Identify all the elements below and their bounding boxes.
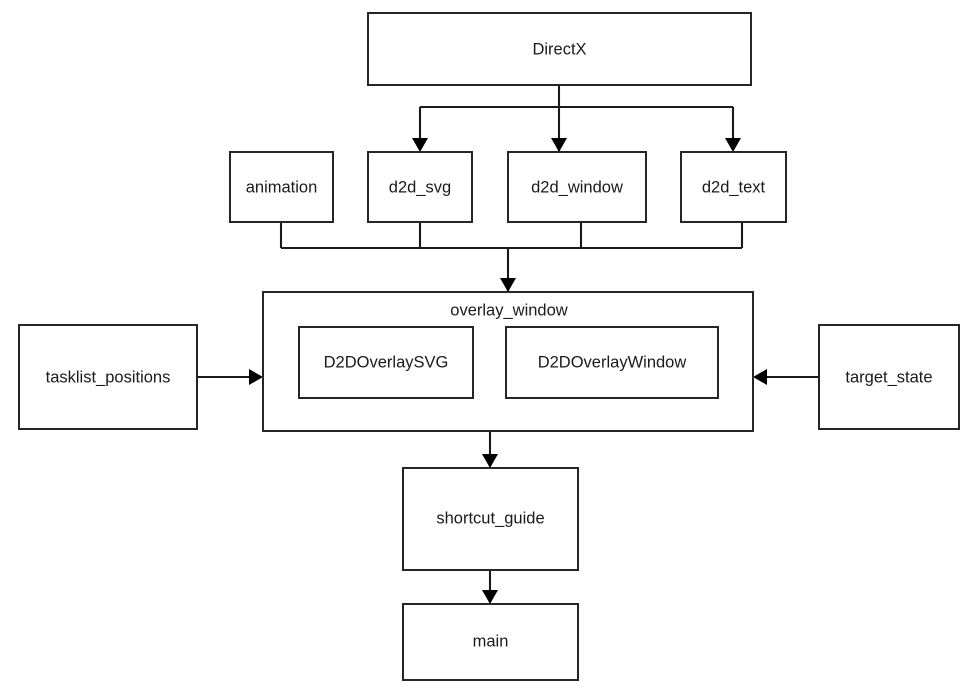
edge-head-overlay-window-top [500,278,516,292]
edge-head-overlay-window-left [249,369,263,385]
node-d2d-text-label: d2d_text [702,178,766,196]
node-animation[interactable]: animation [229,151,334,223]
node-d2d-overlay-svg[interactable]: D2DOverlaySVG [298,326,474,399]
node-d2d-svg-label: d2d_svg [389,178,451,196]
node-overlay-window[interactable]: overlay_window D2DOverlaySVG D2DOverlayW… [262,291,754,432]
node-d2d-overlay-window-box[interactable] [505,326,719,399]
node-tasklist-positions-box[interactable] [18,324,198,430]
node-overlay-window-label: overlay_window [450,301,567,319]
node-target-state-label: target_state [845,368,932,386]
node-target-state-box[interactable] [818,324,960,430]
node-animation-box[interactable] [229,151,334,223]
node-d2d-overlay-window-label: D2DOverlayWindow [538,353,687,371]
node-d2d-text-box[interactable] [680,151,787,223]
edge-head-d2d-svg [412,138,428,152]
edge-head-shortcut-guide [482,454,498,468]
node-tasklist-positions[interactable]: tasklist_positions [18,324,198,430]
node-directx-label: DirectX [532,40,586,58]
node-d2d-overlay-svg-label: D2DOverlaySVG [324,353,449,371]
node-shortcut-guide-box[interactable] [402,467,579,571]
node-d2d-svg-box[interactable] [367,151,473,223]
edge-head-d2d-window [551,138,567,152]
edge-head-main [482,590,498,604]
node-shortcut-guide-label: shortcut_guide [436,509,544,527]
node-layer: DirectX animation d2d_svg d2d_window d2d… [18,12,960,681]
edge-directx-fanout-bus [418,105,735,141]
node-tasklist-positions-label: tasklist_positions [46,368,171,386]
edge-head-overlay-window-right [753,369,767,385]
node-shortcut-guide[interactable]: shortcut_guide [402,467,579,571]
node-d2d-text[interactable]: d2d_text [680,151,787,223]
node-d2d-window-label: d2d_window [531,178,623,196]
node-d2d-window-box[interactable] [507,151,647,223]
node-main-label: main [473,632,509,650]
node-target-state[interactable]: target_state [818,324,960,430]
edge-head-d2d-text [725,138,741,152]
node-d2d-overlay-window[interactable]: D2DOverlayWindow [505,326,719,399]
node-main[interactable]: main [402,603,579,681]
node-d2d-svg[interactable]: d2d_svg [367,151,473,223]
node-animation-label: animation [246,178,318,196]
node-main-box[interactable] [402,603,579,681]
edge-layer [197,85,819,604]
node-d2d-overlay-svg-box[interactable] [298,326,474,399]
node-directx[interactable]: DirectX [367,12,752,86]
node-directx-box[interactable] [367,12,752,86]
node-d2d-window[interactable]: d2d_window [507,151,647,223]
